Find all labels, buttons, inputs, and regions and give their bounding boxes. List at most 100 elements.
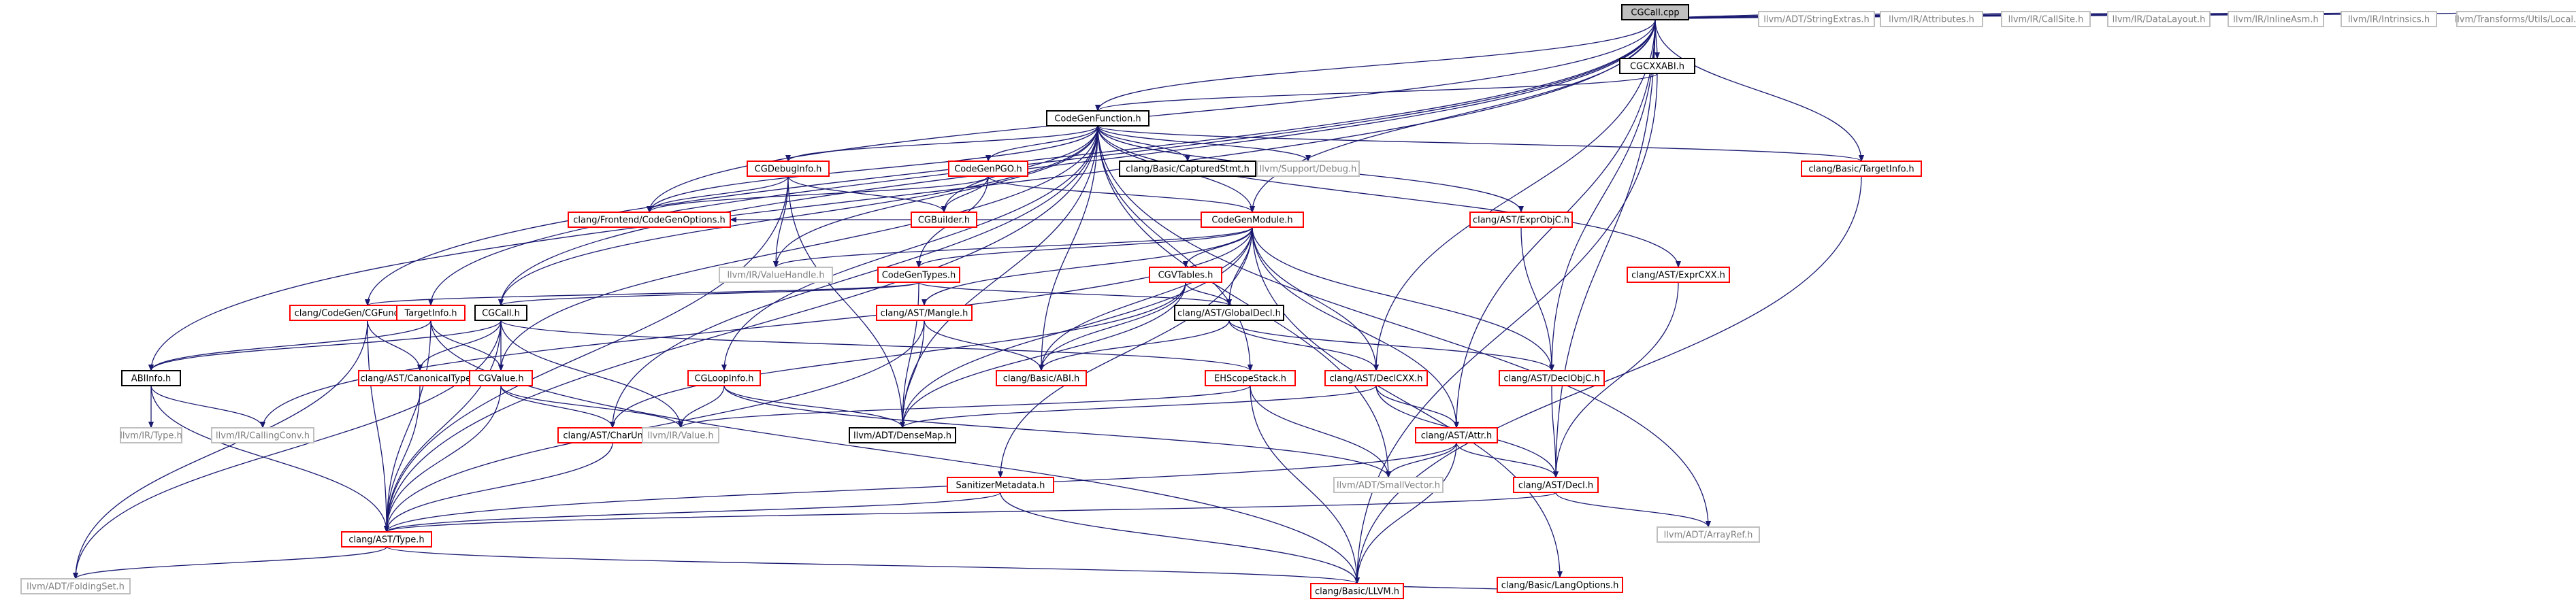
node-box [1619,58,1695,74]
node-label: llvm/IR/Intrinsics.h [2348,15,2430,25]
edge-cgloopinfo-to-smallvector [723,385,1391,478]
node-ehscopestack[interactable]: EHScopeStack.h [1205,370,1296,386]
edge-codegenfunction-to-arrayref [1097,125,1711,528]
node-box [1201,212,1304,228]
node-valuehandle: llvm/IR/ValueHandle.h [719,267,833,283]
node-codegenpgo[interactable]: CodeGenPGO.h [948,161,1028,177]
edge-globaldecl-to-declcxx [1228,320,1379,371]
node-label: llvm/ADT/DenseMap.h [853,431,951,441]
node-codegenfunction[interactable]: CodeGenFunction.h [1046,110,1150,127]
edge-cgvalue-to-charunits [500,385,615,428]
node-cgbuilder[interactable]: CGBuilder.h [911,212,977,228]
node-label: clang/AST/DeclCXX.h [1329,374,1422,384]
node-langoptions[interactable]: clang/Basic/LangOptions.h [1497,577,1623,593]
edge-targetinfo-cg-to-abiinfo [148,320,431,371]
node-label: llvm/ADT/ArrayRef.h [1664,531,1753,541]
edge-codegenfunction-to-capturedstmt [1097,125,1190,162]
edge-abiinfo-to-ast-type [150,385,389,533]
node-label: CGValue.h [478,374,523,384]
node-capturedstmt[interactable]: clang/Basic/CapturedStmt.h [1119,161,1256,177]
edge-cgloopinfo-to-ir-value [678,385,725,428]
node-label: CodeGenPGO.h [954,165,1022,175]
node-label: llvm/IR/Type.h [120,431,182,441]
node-exprobjc[interactable]: clang/AST/ExprObjC.h [1469,212,1573,228]
edge-codegenfunction-to-smallvector [1097,125,1391,478]
edge-codegenfunction-to-cgvalue [498,125,1098,371]
node-box [568,212,731,228]
edge-codegenfunction-to-cgloopinfo [721,125,1098,371]
edge-codegenmodule-to-langoptions [1252,226,1563,578]
node-box [1758,11,1875,27]
node-sanitizermetadata[interactable]: SanitizerMetadata.h [947,477,1054,493]
node-callsite: llvm/IR/CallSite.h [2001,11,2091,27]
node-codegentypes[interactable]: CodeGenTypes.h [877,267,960,283]
edge-mangle-to-abi-h [924,320,1044,371]
node-densemap[interactable]: llvm/ADT/DenseMap.h [849,427,956,443]
node-box [20,578,131,594]
node-box [948,161,1028,177]
edge-codegenmodule-to-cgvtables [1183,226,1253,268]
edge-codegentypes-to-cgcall-h [498,282,919,306]
edge-targetinfo-cg-to-ast-type [384,320,431,533]
node-box [2228,11,2324,27]
node-ast-type[interactable]: clang/AST/Type.h [341,531,432,548]
node-cgcall-cpp[interactable]: CGCall.cpp [1621,4,1689,20]
node-box [1469,212,1573,228]
node-cgcall-h[interactable]: CGCall.h [474,305,527,321]
node-declobjc[interactable]: clang/AST/DeclObjC.h [1499,370,1605,386]
node-box [1497,577,1623,593]
node-label: llvm/Transforms/Utils/Local.h [2455,15,2576,25]
node-exprcxx[interactable]: clang/AST/ExprCXX.h [1627,267,1730,283]
node-abiinfo[interactable]: ABIInfo.h [121,370,181,386]
node-cgvalue[interactable]: CGValue.h [469,370,533,386]
node-box [1657,526,1760,543]
edge-codegenfunction-to-charunits [610,125,1098,428]
node-abi-h[interactable]: clang/Basic/ABI.h [996,370,1087,386]
edge-codegenfunction-to-codegenoptions [647,125,1098,213]
edge-decl-to-ast-type [384,492,1556,533]
node-label: clang/Frontend/CodeGenOptions.h [573,216,725,226]
node-decl[interactable]: clang/AST/Decl.h [1513,477,1599,493]
node-box [2341,11,2437,27]
node-label: llvm/ADT/StringExtras.h [1763,15,1869,25]
node-label: CGBuilder.h [918,216,970,226]
node-attr[interactable]: clang/AST/Attr.h [1415,427,1498,443]
edge-cgvtables-to-abi-h [1039,282,1186,371]
node-codegenmodule[interactable]: CodeGenModule.h [1201,212,1304,228]
node-declcxx[interactable]: clang/AST/DeclCXX.h [1324,370,1428,386]
node-charunits[interactable]: clang/AST/CharUnits.h [557,427,668,443]
node-label: llvm/IR/DataLayout.h [2113,15,2206,25]
node-mangle[interactable]: clang/AST/Mangle.h [876,305,973,321]
node-box [911,212,977,228]
node-foldingset: llvm/ADT/FoldingSet.h [20,578,131,594]
node-label: TargetInfo.h [404,309,457,319]
edge-codegenfunction-to-support-debug [1097,125,1311,162]
node-targetinfo-basic[interactable]: clang/Basic/TargetInfo.h [1801,161,1922,177]
edge-cgcall-h-to-foldingset [73,320,502,579]
node-cgvtables[interactable]: CGVTables.h [1149,267,1222,283]
edge-cgcall-h-to-ehscopestack [500,320,1253,371]
edge-codegentypes-to-cgfunctioninfo [365,282,919,306]
node-targetinfo-cg[interactable]: TargetInfo.h [396,305,466,321]
edge-codegentypes-to-globaldecl [918,282,1232,306]
edge-cgdebuginfo-to-densemap [787,175,905,428]
edge-cgcall-cpp-to-codegenfunction [1095,19,1656,112]
node-cgcxxabi-h[interactable]: CGCXXABI.h [1619,58,1695,74]
node-box [849,427,956,443]
node-llvm-h[interactable]: clang/Basic/LLVM.h [1310,583,1404,599]
node-canonicaltype[interactable]: clang/AST/CanonicalType.h [358,370,482,386]
edge-codegenfunction-to-cgdebuginfo [785,125,1098,162]
node-support-debug: llvm/Support/Debug.h [1256,161,1360,177]
edge-cgcall-cpp-to-abiinfo [148,19,1656,371]
node-label: llvm/IR/InlineAsm.h [2233,15,2318,25]
node-cgloopinfo[interactable]: CGLoopInfo.h [687,370,761,386]
node-stringextras: llvm/ADT/StringExtras.h [1758,11,1875,27]
node-label: clang/AST/ExprCXX.h [1631,271,1725,281]
node-cgdebuginfo[interactable]: CGDebugInfo.h [747,161,830,177]
node-label: clang/AST/ExprObjC.h [1473,216,1569,226]
edge-cgloopinfo-to-densemap [723,385,905,428]
edge-codegenmodule-to-callingconv [260,226,1253,428]
node-globaldecl[interactable]: clang/AST/GlobalDecl.h [1174,305,1284,321]
edge-exprobjc-to-declobjc [1520,226,1554,371]
node-codegenoptions[interactable]: clang/Frontend/CodeGenOptions.h [568,212,731,228]
